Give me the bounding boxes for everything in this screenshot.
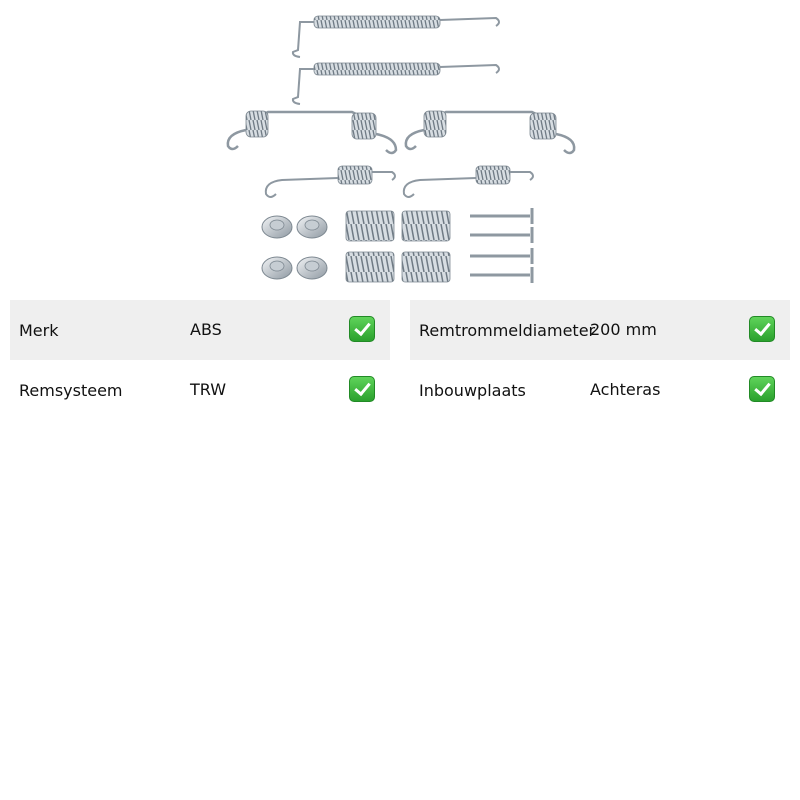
hold-down-springs bbox=[345, 210, 451, 283]
spec-value: TRW bbox=[190, 380, 227, 399]
spec-value: 200 mm bbox=[590, 320, 657, 339]
long-return-spring bbox=[291, 15, 500, 58]
spec-value: Achteras bbox=[590, 380, 661, 399]
product-image bbox=[210, 0, 590, 292]
spec-table-left: Merk ABS Remsysteem TRW bbox=[10, 300, 390, 420]
adjuster-spring bbox=[402, 165, 534, 198]
check-mark-icon bbox=[349, 376, 375, 402]
spec-table-right: Remtrommeldiameter 200 mm Inbouwplaats A… bbox=[410, 300, 790, 420]
hold-down-pins bbox=[470, 208, 534, 283]
cup-washers bbox=[261, 215, 328, 280]
spec-row: Remtrommeldiameter 200 mm bbox=[410, 300, 790, 360]
spec-value: ABS bbox=[190, 320, 222, 339]
check-mark-icon bbox=[749, 376, 775, 402]
brake-shoe-fitting-kit-image bbox=[226, 15, 576, 283]
spec-label: Inbouwplaats bbox=[419, 381, 526, 400]
u-spring bbox=[226, 110, 398, 155]
u-spring bbox=[404, 110, 576, 155]
check-mark-icon bbox=[749, 316, 775, 342]
spec-row: Merk ABS bbox=[10, 300, 390, 360]
spec-row: Inbouwplaats Achteras bbox=[410, 360, 790, 420]
spec-label: Merk bbox=[19, 321, 59, 340]
check-mark-icon bbox=[349, 316, 375, 342]
adjuster-spring bbox=[264, 165, 396, 198]
long-return-spring bbox=[291, 62, 500, 105]
spec-row: Remsysteem TRW bbox=[10, 360, 390, 420]
spec-label: Remtrommeldiameter bbox=[419, 321, 596, 340]
spec-label: Remsysteem bbox=[19, 381, 123, 400]
